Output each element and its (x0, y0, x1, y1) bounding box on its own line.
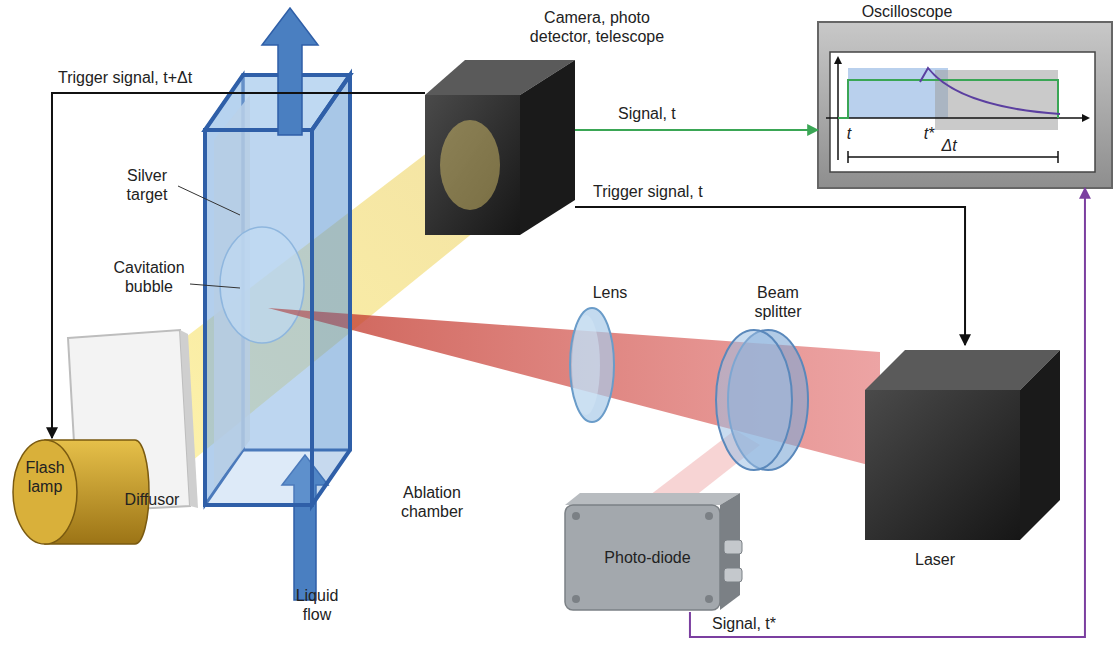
time-label: t* (916, 124, 942, 143)
node-label: Cavitation bubble (108, 258, 190, 296)
camera-front (425, 95, 520, 235)
oscilloscope-screen (830, 52, 1095, 172)
signal-label: Signal, t* (712, 614, 776, 633)
lamp-face (13, 440, 77, 544)
screw (572, 595, 580, 603)
node-label: Ablation chamber (387, 483, 477, 521)
laser-front (865, 390, 1020, 540)
y-axis (837, 62, 839, 160)
beam-splitter: Beam splitter (718, 330, 803, 470)
delay-bracket (847, 151, 849, 163)
flow-label: Liquid flow (282, 586, 352, 624)
signal-label: Trigger signal, t+Δt (58, 68, 192, 87)
diode-trace (920, 68, 1060, 114)
node-label: Silver target (112, 166, 182, 204)
camera-side (520, 60, 575, 235)
silver-target: Silver target (212, 88, 254, 493)
photo-diode-box: Photo-diode (565, 497, 740, 612)
cavitation-bubble: Cavitation bubble (220, 227, 304, 343)
screw (705, 512, 713, 520)
time-label: t (841, 124, 857, 143)
lens-highlight (572, 315, 600, 415)
axis-head (1082, 114, 1090, 122)
leader-line (190, 284, 240, 288)
axis-head (834, 56, 842, 64)
node-label: Camera, photo detector, telescope (517, 8, 677, 46)
window-blue (848, 68, 948, 118)
diode-connector (724, 540, 742, 554)
delay-bracket (1057, 151, 1059, 163)
flow-out-arrow (262, 8, 318, 135)
leader-line (178, 186, 240, 215)
ablation-chamber: Ablation chamberSilver targetCavitation … (200, 70, 355, 510)
screw (572, 512, 580, 520)
signal-wire (690, 188, 1085, 637)
node-label: Lens (585, 283, 635, 302)
lens-shape (570, 308, 614, 422)
diode-front (565, 505, 720, 610)
node-label: Laser (895, 550, 975, 569)
camera-box: Camera, photo detector, telescope (425, 60, 575, 235)
signal-label: Signal, t (618, 104, 676, 123)
node-label: Oscilloscope (852, 2, 962, 21)
laser-box: Laser (865, 345, 1060, 540)
signal-wire (575, 129, 818, 131)
laser-side (1020, 350, 1060, 540)
x-axis (826, 117, 1084, 119)
oscilloscope-box: Oscilloscope (818, 22, 1112, 188)
camera-aperture (440, 120, 500, 210)
signal-label: Trigger signal, t (593, 182, 703, 201)
chamber-front-face (205, 130, 312, 505)
diode-connector (724, 568, 742, 582)
lens: Lens (568, 305, 613, 425)
delay-label: Δt (934, 136, 964, 155)
delay-bracket (848, 156, 1058, 158)
node-label: Beam splitter (738, 283, 818, 321)
node-label: Photo-diode (590, 548, 705, 567)
diffusor-plate: Diffusor (65, 330, 190, 510)
node-label: Diffusor (112, 490, 192, 509)
chamber-right-face (312, 75, 350, 505)
diffusor-edge (180, 330, 198, 508)
signal-wire (575, 207, 965, 345)
oscilloscope-body (818, 22, 1112, 188)
signal-wire (52, 93, 425, 438)
splitter-front (716, 330, 792, 470)
diode-top (565, 493, 740, 505)
screw (705, 595, 713, 603)
node-label: Flash lamp (15, 458, 75, 496)
